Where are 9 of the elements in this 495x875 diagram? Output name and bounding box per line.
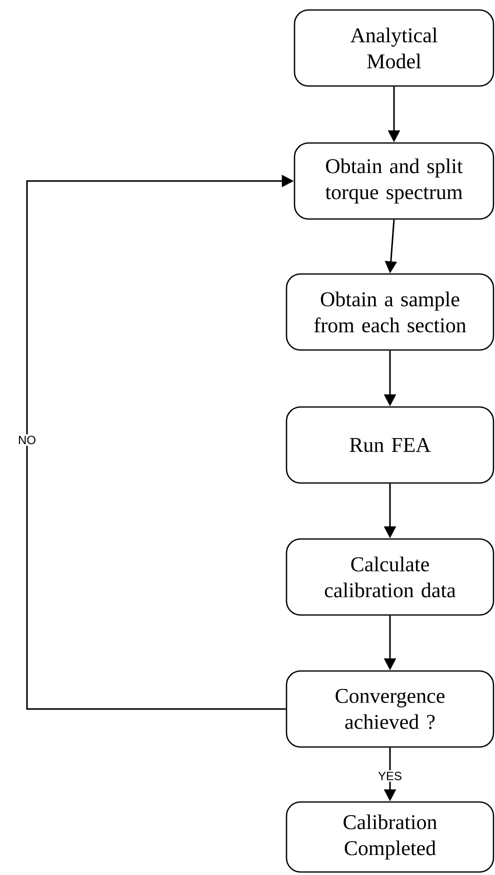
process-box: Convergence achieved ? — [286, 670, 494, 748]
process-box: Obtain a sample from each section — [286, 273, 494, 351]
edge-label: NO — [16, 434, 38, 446]
process-box: Calculate calibration data — [286, 538, 494, 616]
edge-label: YES — [376, 770, 404, 782]
process-box: Analytical Model — [294, 9, 494, 87]
process-box: Calibration Completed — [286, 801, 494, 873]
process-box: Run FEA — [286, 406, 494, 484]
process-box: Obtain and split torque spectrum — [294, 142, 494, 220]
